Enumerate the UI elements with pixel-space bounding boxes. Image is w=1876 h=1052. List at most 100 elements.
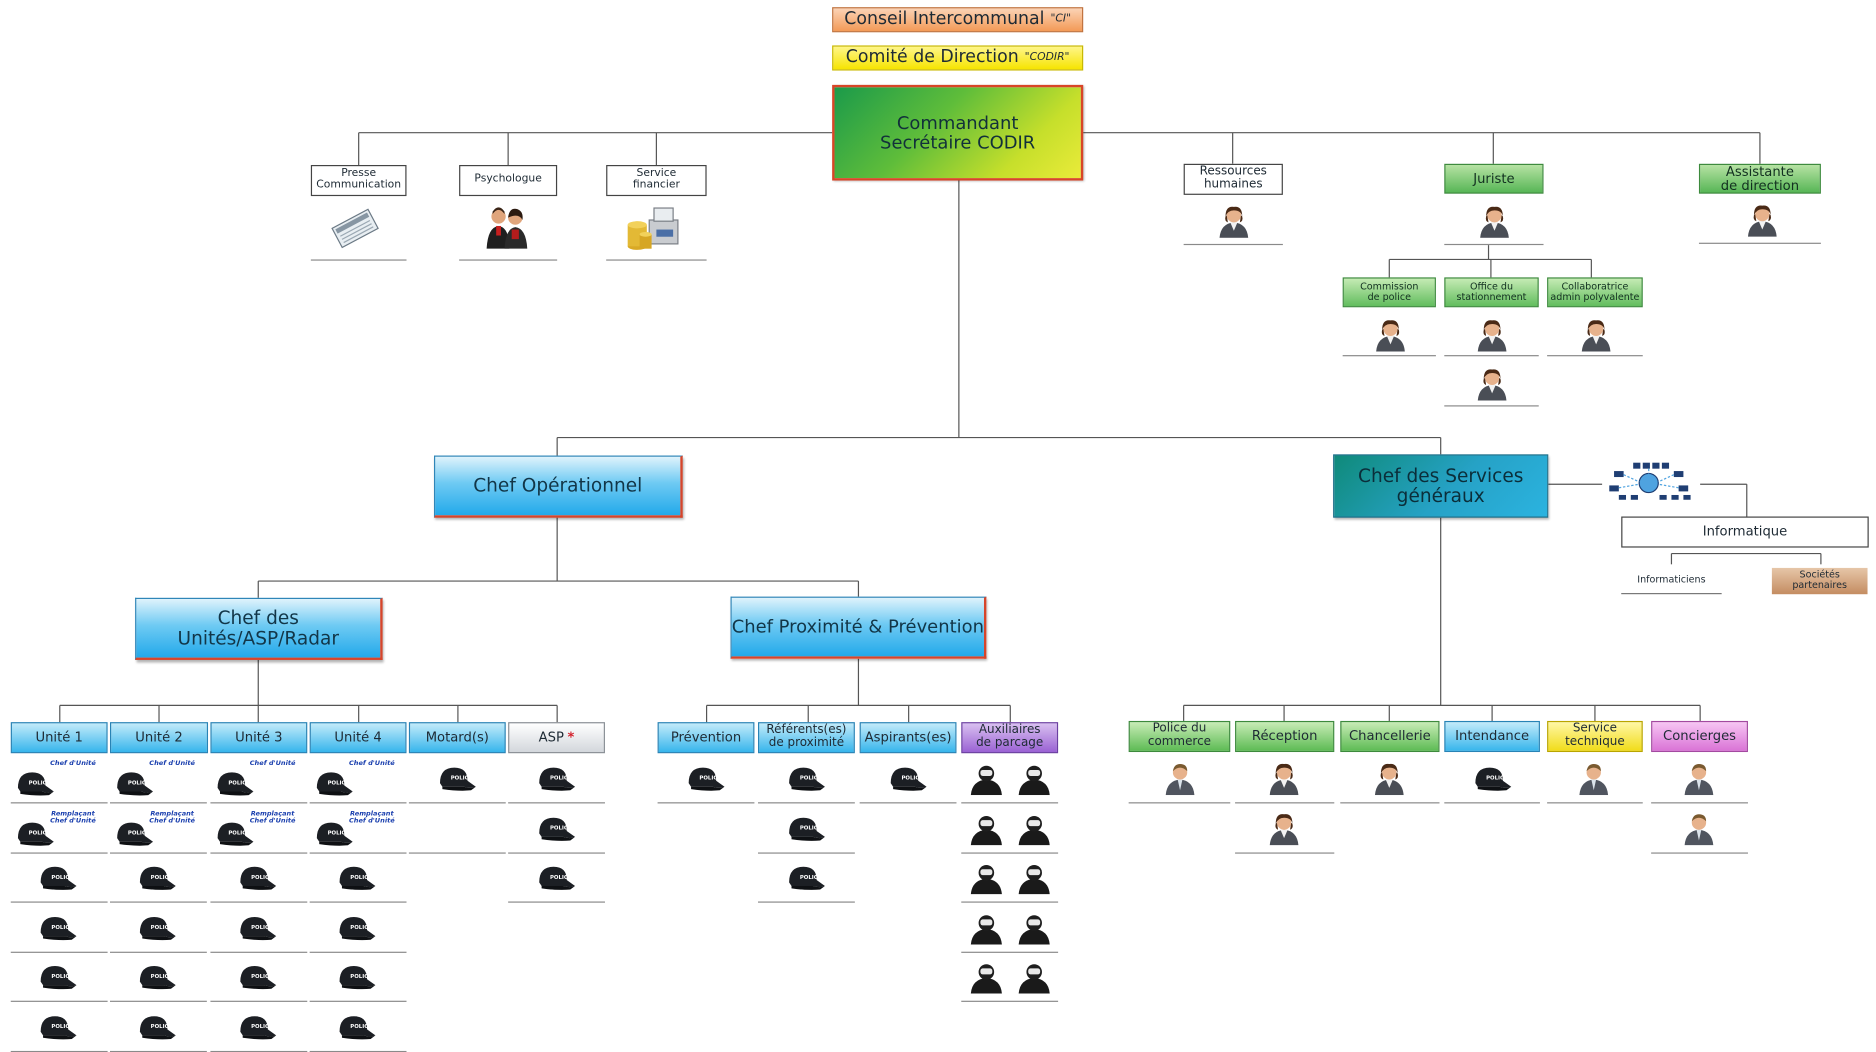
cash-register-icon (627, 207, 679, 250)
unite-2-header: Unité 2 (109, 722, 209, 754)
svg-text:POLICE: POLICE (29, 831, 51, 837)
assistante-line-1: Assistante (1725, 163, 1794, 179)
auxiliaire-agent-icon (970, 964, 1002, 994)
conseil-intercommunal-box: Conseil Intercommunal"CI" (832, 7, 1084, 33)
network-icon (1609, 462, 1691, 500)
woman-user-icon (1269, 814, 1299, 846)
asp-marker: * (567, 729, 575, 745)
referent-row: POLICE (758, 754, 855, 804)
assistante-box: Assistante de direction (1698, 163, 1821, 194)
chef-services-box: Chef des Services généraux (1333, 454, 1549, 518)
asp-row: POLICE (508, 854, 605, 903)
svg-text:POLICE: POLICE (128, 831, 150, 837)
chancellerie-row (1340, 754, 1440, 804)
motard-row-empty (408, 805, 506, 854)
police-commerce-line-1: Police du (1152, 722, 1207, 736)
police-cap-icon: POLICE (40, 966, 77, 990)
police-cap-icon: POLICE (789, 767, 825, 791)
financier-line-1: Service (636, 167, 677, 180)
svg-text:POLICE: POLICE (901, 776, 923, 782)
police-cap-icon: POLICE (40, 917, 77, 941)
unit-3-row: POLICE (210, 1003, 308, 1052)
reception-row (1235, 754, 1335, 804)
societes-label: Sociétés partenaires (1792, 569, 1848, 591)
assistante-cell (1698, 194, 1821, 244)
collaboratrice-cell (1547, 307, 1643, 357)
auxiliaire-row (961, 904, 1059, 953)
unit-3-row: POLICE (210, 854, 308, 903)
auxiliaire-row (961, 805, 1059, 854)
chancellerie-label: Chancellerie (1348, 728, 1431, 744)
police-commerce-row (1128, 754, 1231, 804)
referent-row: POLICE (758, 854, 855, 903)
intendance-row: POLICE (1444, 754, 1540, 804)
chef-unites-line-2: Unités/ASP/Radar (177, 627, 339, 649)
motards-header: Motard(s) (408, 722, 506, 754)
ressources-humaines-box: Ressources humaines (1183, 163, 1283, 195)
newspaper-icon (331, 208, 379, 249)
svg-text:POLICE: POLICE (550, 776, 572, 782)
unit-1-row: POLICE (10, 854, 108, 903)
conseil-tag: "CI" (1050, 12, 1072, 25)
unit-2-row: POLICE (109, 953, 207, 1002)
police-cap-icon: POLICE (117, 822, 154, 846)
aspirants-header: Aspirants(es) (859, 722, 957, 754)
police-cap-icon: POLICE (439, 767, 476, 791)
svg-text:POLICE: POLICE (251, 875, 273, 881)
woman-user-icon (1477, 369, 1507, 401)
presse-cell (310, 196, 407, 261)
svg-text:POLICE: POLICE (51, 875, 73, 881)
police-cap-icon: POLICE (217, 822, 254, 846)
aspirant-row: POLICE (859, 754, 957, 804)
psychologue-cell (459, 196, 558, 261)
auxiliaire-agent-icon (970, 865, 1002, 895)
intendance-header: Intendance (1444, 720, 1540, 753)
auxiliaire-row (961, 754, 1059, 804)
collaboratrice-box: Collaboratrice admin polyvalente (1547, 277, 1643, 308)
rh-cell (1183, 195, 1283, 246)
psychologue-label: Psychologue (474, 173, 542, 186)
technique-row (1547, 754, 1643, 804)
police-cap-icon: POLICE (539, 767, 576, 791)
police-cap-icon: POLICE (539, 866, 576, 890)
auxiliaires-line-2: de parcage (976, 736, 1044, 750)
unit-4-row: POLICE (309, 1003, 407, 1052)
man-user-icon (1579, 763, 1609, 796)
unit-1-row: POLICE (10, 1003, 108, 1052)
psychologue-box: Psychologue (459, 164, 558, 197)
police-cap-icon: POLICE (339, 1016, 376, 1040)
police-cap-icon: POLICE (789, 866, 825, 890)
police-cap-icon: POLICE (240, 917, 277, 941)
reception-row (1235, 805, 1335, 854)
collaboratrice-line-2: admin polyvalente (1550, 291, 1640, 302)
unit-1-row: POLICE (10, 904, 108, 953)
chef-unite-label: Chef d'Unité (50, 760, 96, 768)
asp-header: ASP* (508, 722, 605, 754)
commandant-box: Commandant Secrétaire CODIR (832, 84, 1084, 181)
police-cap-icon: POLICE (240, 966, 277, 990)
svg-text:POLICE: POLICE (1486, 776, 1508, 782)
financier-cell (606, 196, 707, 261)
man-user-icon (1684, 763, 1714, 796)
svg-text:POLICE: POLICE (800, 776, 822, 782)
svg-text:POLICE: POLICE (51, 974, 73, 980)
codir-label: Comité de Direction (845, 47, 1019, 67)
svg-text:POLICE: POLICE (29, 780, 51, 786)
reception-label: Réception (1251, 728, 1318, 744)
rh-line-2: humaines (1203, 178, 1263, 192)
asp-row: POLICE (508, 805, 605, 854)
unite-3-header: Unité 3 (210, 722, 308, 754)
informatique-box: Informatique (1621, 516, 1869, 548)
commission-police-box: Commission de police (1342, 277, 1436, 308)
woman-user-icon (1581, 320, 1611, 352)
presse-line-1: Presse (341, 167, 377, 180)
auxiliaire-agent-icon (970, 765, 1002, 796)
svg-text:POLICE: POLICE (451, 776, 473, 782)
prevention-row: POLICE (657, 754, 755, 804)
